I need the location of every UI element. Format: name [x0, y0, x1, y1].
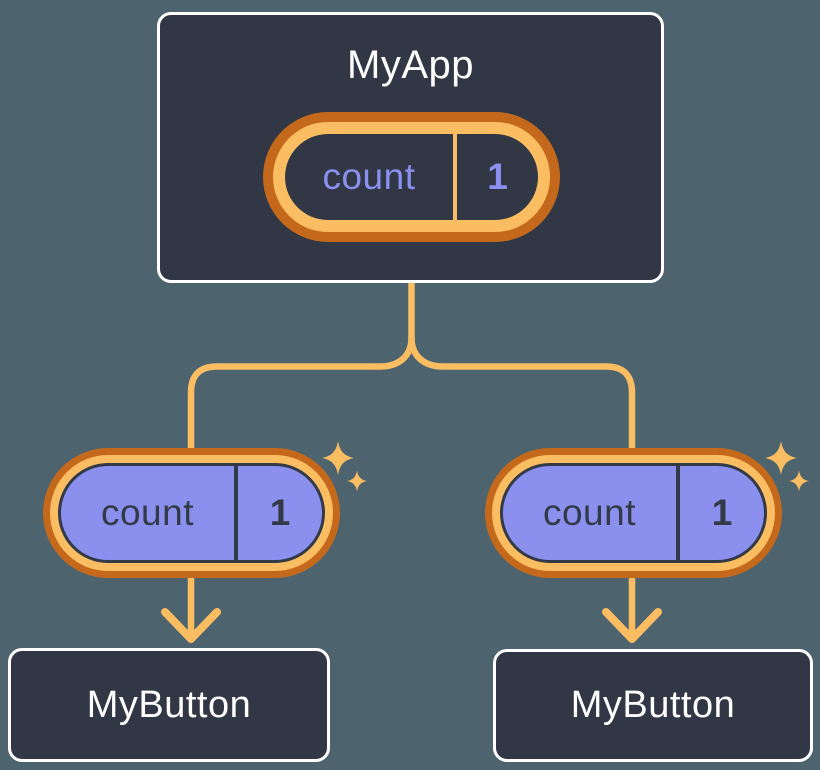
- sparkle-icon-left-small: [347, 470, 367, 492]
- state-pill-myapp-core: count 1: [285, 134, 538, 220]
- state-name-label: count: [322, 156, 416, 197]
- arrow-down-icon-right: [602, 608, 662, 643]
- state-value-label: 1: [269, 492, 291, 533]
- state-pill-mybutton-right-core: count 1: [500, 463, 767, 563]
- state-value-label: 1: [487, 156, 508, 197]
- node-mybutton-left-label: MyButton: [86, 683, 252, 726]
- node-mybutton-left: MyButton: [8, 648, 330, 762]
- state-pill-divider: [453, 134, 457, 220]
- state-pill-divider: [234, 466, 238, 560]
- state-pill-mybutton-right: count 1: [485, 448, 782, 578]
- state-pill-myapp-ring: count 1: [273, 122, 550, 232]
- connector-root-to-right-child: [408, 334, 636, 454]
- state-name-label: count: [542, 492, 636, 533]
- state-pill-mybutton-left-ring: count 1: [50, 455, 333, 571]
- sparkle-icon-left-large: [322, 441, 354, 475]
- node-mybutton-right: MyButton: [493, 649, 813, 762]
- state-pill-divider: [676, 466, 680, 560]
- state-pill-mybutton-right-ring: count 1: [492, 455, 775, 571]
- node-myapp-label: MyApp: [347, 43, 474, 87]
- state-name-label: count: [100, 492, 194, 533]
- state-pill-mybutton-left: count 1: [43, 448, 340, 578]
- state-pill-mybutton-left-core: count 1: [58, 463, 325, 563]
- sparkle-icon-right-large: [765, 441, 797, 475]
- sparkle-icon-right-small: [789, 470, 809, 492]
- node-mybutton-right-label: MyButton: [570, 684, 736, 726]
- arrow-down-icon-left: [161, 608, 221, 643]
- connector-root-to-left-child: [187, 279, 415, 454]
- state-pill-myapp: count 1: [263, 112, 560, 242]
- state-value-label: 1: [711, 492, 733, 533]
